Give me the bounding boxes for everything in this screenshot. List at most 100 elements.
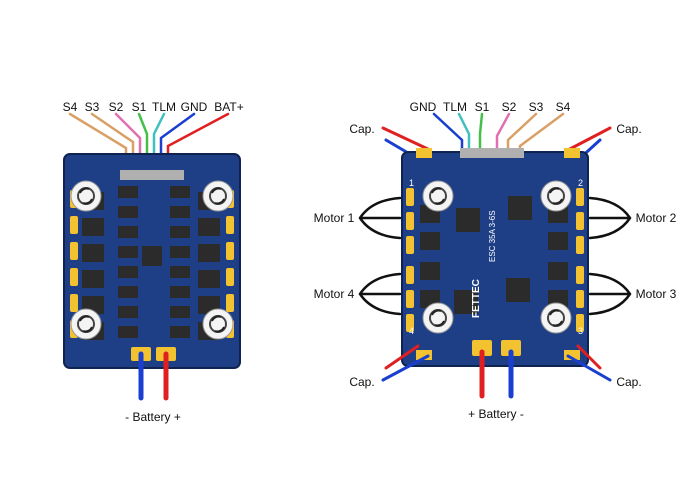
driver-chip bbox=[118, 286, 138, 298]
battery-neg-pad bbox=[501, 340, 521, 356]
motor4-wires bbox=[358, 272, 402, 316]
motor-pad bbox=[406, 290, 414, 308]
mounting-hole bbox=[540, 180, 572, 212]
motor-pad bbox=[406, 212, 414, 230]
motor-pad bbox=[70, 242, 78, 260]
mosfet-chip bbox=[420, 262, 440, 280]
wire-label-gnd: GND bbox=[410, 100, 437, 114]
driver-chip bbox=[118, 186, 138, 198]
driver-chip bbox=[118, 226, 138, 238]
mosfet-chip bbox=[82, 218, 104, 236]
mounting-hole bbox=[70, 308, 102, 340]
mosfet-chip bbox=[420, 232, 440, 250]
wire-label-s3: S3 bbox=[529, 100, 544, 114]
driver-chip bbox=[118, 326, 138, 338]
motor-pad bbox=[226, 268, 234, 286]
left-wire-labels: S4 S3 S2 S1 TLM GND BAT+ bbox=[63, 100, 244, 114]
mcu-chip bbox=[506, 278, 530, 302]
wire-label-tlm: TLM bbox=[443, 100, 467, 114]
wire-label-s3: S3 bbox=[85, 100, 100, 114]
signal-header bbox=[460, 148, 524, 158]
wire-label-s2: S2 bbox=[109, 100, 124, 114]
mcu-chip bbox=[508, 196, 532, 220]
mcu-chip bbox=[142, 246, 162, 266]
motor-pad bbox=[576, 236, 584, 254]
corner-number-1: 1 bbox=[409, 178, 414, 188]
wire-label-s1: S1 bbox=[132, 100, 147, 114]
driver-chip bbox=[170, 266, 190, 278]
left-pcb-components bbox=[70, 170, 234, 340]
motor-pad bbox=[406, 236, 414, 254]
mosfet-chip bbox=[198, 218, 220, 236]
motor-pad bbox=[406, 266, 414, 284]
motor3-wires bbox=[588, 272, 632, 316]
motor-pad bbox=[406, 314, 414, 332]
wire-label-tlm: TLM bbox=[152, 100, 176, 114]
cap-pad bbox=[416, 350, 432, 360]
wire-label-gnd: GND bbox=[181, 100, 208, 114]
right-pcb-components bbox=[406, 148, 584, 360]
driver-chip bbox=[118, 246, 138, 258]
mosfet-chip bbox=[198, 244, 220, 262]
left-battery-label: - Battery + bbox=[125, 410, 181, 424]
motor-pad bbox=[70, 216, 78, 234]
wire-label-s4: S4 bbox=[556, 100, 571, 114]
motor-label-1: Motor 1 bbox=[314, 211, 355, 225]
motor-pad bbox=[226, 242, 234, 260]
brand-silkscreen: FETTEC bbox=[471, 279, 482, 318]
mosfet-chip bbox=[198, 270, 220, 288]
left-esc-board: S4 S3 S2 S1 TLM GND BAT+ - Battery + bbox=[63, 100, 244, 424]
driver-chip bbox=[118, 266, 138, 278]
motor-pad bbox=[576, 188, 584, 206]
motor-pad bbox=[226, 294, 234, 312]
motor-pad bbox=[576, 314, 584, 332]
motor-label-4: Motor 4 bbox=[314, 287, 355, 301]
mosfet-chip bbox=[548, 232, 568, 250]
cap-pad bbox=[416, 148, 432, 158]
mcu-chip bbox=[456, 208, 480, 232]
wire-s4 bbox=[518, 112, 565, 158]
mounting-hole bbox=[422, 180, 454, 212]
mosfet-chip bbox=[82, 244, 104, 262]
mounting-hole bbox=[202, 308, 234, 340]
mosfet-chip bbox=[548, 262, 568, 280]
motor2-wires bbox=[588, 196, 632, 240]
right-esc-board: FETTEC ESC 35A 3-6S 1 2 4 3 GND TLM S1 S… bbox=[314, 100, 677, 421]
right-motor-wires bbox=[358, 196, 632, 316]
right-battery-label: + Battery - bbox=[468, 407, 524, 421]
driver-chip bbox=[170, 326, 190, 338]
driver-chip bbox=[170, 186, 190, 198]
signal-header bbox=[120, 170, 184, 180]
cap-pad bbox=[564, 148, 580, 158]
driver-chip bbox=[170, 226, 190, 238]
cap-label-top-left: Cap. bbox=[349, 122, 374, 136]
corner-number-2: 2 bbox=[578, 178, 583, 188]
wire-label-bat: BAT+ bbox=[214, 100, 243, 114]
motor-label-2: Motor 2 bbox=[636, 211, 677, 225]
cap-label-bottom-left: Cap. bbox=[349, 375, 374, 389]
corner-number-3: 3 bbox=[578, 326, 583, 336]
motor-pad bbox=[406, 188, 414, 206]
cap-label-bottom-right: Cap. bbox=[616, 375, 641, 389]
motor-pad bbox=[226, 216, 234, 234]
right-cap-wires-bottom bbox=[381, 344, 612, 382]
motor-pad bbox=[576, 290, 584, 308]
mounting-hole bbox=[422, 302, 454, 334]
driver-chip bbox=[170, 206, 190, 218]
driver-chip bbox=[118, 306, 138, 318]
motor-pad bbox=[576, 266, 584, 284]
driver-chip bbox=[170, 286, 190, 298]
mcu-chip bbox=[454, 290, 478, 314]
motor-pad bbox=[576, 212, 584, 230]
wire-label-s2: S2 bbox=[502, 100, 517, 114]
cap-pad bbox=[564, 350, 580, 360]
motor-pad bbox=[70, 268, 78, 286]
driver-chip bbox=[170, 306, 190, 318]
mounting-hole bbox=[540, 302, 572, 334]
wire-gnd bbox=[432, 112, 464, 158]
motor-pad bbox=[70, 294, 78, 312]
mounting-hole bbox=[70, 180, 102, 212]
driver-chip bbox=[170, 246, 190, 258]
right-wire-labels: GND TLM S1 S2 S3 S4 bbox=[410, 100, 571, 114]
